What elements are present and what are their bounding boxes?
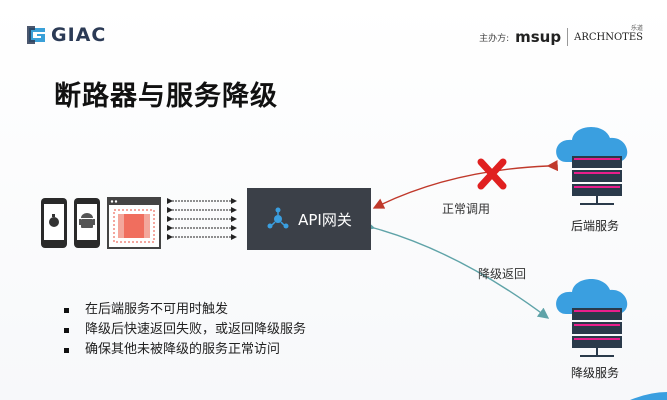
failure-x-icon xyxy=(477,158,507,190)
bullet-item: 降级后快速返回失败，或返回降级服务 xyxy=(64,320,306,340)
giac-logo: GIAC xyxy=(26,24,106,46)
normal-call-arrow xyxy=(372,160,559,209)
bullet-dot xyxy=(64,347,69,353)
sponsor-divider xyxy=(567,28,569,46)
bullet-list: 在后端服务不可用时触发 降级后快速返回失败，或返回降级服务 确保其他未被降级的服… xyxy=(64,300,306,360)
logo-text: GIAC xyxy=(51,24,107,46)
bullet-item: 在后端服务不可用时触发 xyxy=(64,300,306,320)
fallback-service-label: 降级服务 xyxy=(571,366,620,380)
gateway-network-icon xyxy=(267,207,289,229)
bullet-dot xyxy=(64,307,69,313)
sponsor-block: 主办方: msup ARCHNOTES 乐道 xyxy=(479,24,643,46)
browser-window-icon xyxy=(107,197,161,249)
archnotes-sub: 乐道 xyxy=(630,24,643,32)
backend-server-icon xyxy=(556,126,628,205)
client-arrows xyxy=(167,198,237,240)
archnotes-logo: ARCHNOTES 乐道 xyxy=(574,24,643,43)
slide-title: 断路器与服务降级 xyxy=(54,81,278,112)
giac-logo-icon xyxy=(27,26,45,44)
backend-service-label: 后端服务 xyxy=(571,219,620,233)
fallback-arrow xyxy=(363,219,550,319)
bullet-dot xyxy=(64,327,69,333)
corner-decoration xyxy=(630,392,667,400)
ios-phone-icon xyxy=(41,198,67,248)
api-gateway-box: API网关 xyxy=(247,188,371,250)
gateway-label: API网关 xyxy=(298,210,352,229)
fallback-return-label: 降级返回 xyxy=(478,267,527,281)
bullet-item: 确保其他未被降级的服务正常访问 xyxy=(64,340,306,360)
android-phone-icon xyxy=(74,198,100,248)
msup-logo: msup xyxy=(515,28,562,46)
sponsor-label: 主办方: xyxy=(479,33,510,44)
fallback-server-icon xyxy=(556,278,628,357)
normal-call-label: 正常调用 xyxy=(442,202,491,216)
